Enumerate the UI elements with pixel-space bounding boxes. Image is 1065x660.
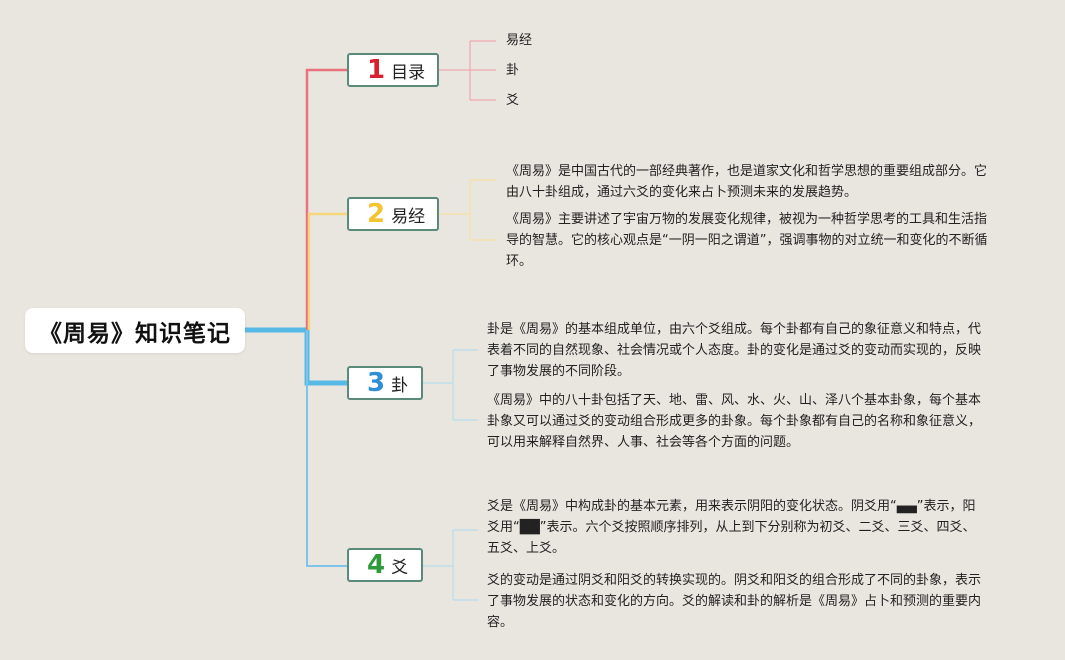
leaf-paragraph: 爻的变动是通过阴爻和阳爻的转换实现的。阴爻和阳爻的组合形成了不同的卦象，表示了事… xyxy=(487,573,982,630)
leaf-paragraph: 《周易》中的八十卦包括了天、地、雷、风、水、火、山、泽八个基本卦象，每个基本卦象… xyxy=(487,393,982,450)
branch-3-leaf-connector xyxy=(422,349,478,421)
branch-number: 2 xyxy=(367,199,386,229)
leaf-paragraph: 爻是《周易》中构成卦的基本元素，用来表示阴阳的变化状态。阴爻用“▄▄”表示，阳爻… xyxy=(487,499,976,556)
branch-node-3[interactable]: 3 卦 xyxy=(347,366,423,400)
branch-4-leaf-connector xyxy=(422,529,478,601)
branch-node-1[interactable]: 1 目录 xyxy=(347,53,439,87)
root-title: 《周易》知识笔记 xyxy=(39,320,231,347)
branch-number: 4 xyxy=(367,550,386,580)
leaf-item[interactable]: 易经 xyxy=(506,33,533,48)
leaf-paragraph: 《周易》是中国古代的一部经典著作，也是道家文化和哲学思想的重要组成部分。它由八十… xyxy=(506,164,988,200)
root-node[interactable]: 《周易》知识笔记 xyxy=(25,308,245,353)
branch-label: 易经 xyxy=(391,206,426,227)
branch-label: 目录 xyxy=(391,62,426,83)
branch-number: 1 xyxy=(367,55,386,85)
branch-number: 3 xyxy=(367,368,386,398)
leaf-paragraph: 《周易》主要讲述了宇宙万物的发展变化规律，被视为一种哲学思考的工具和生活指导的智… xyxy=(506,212,988,269)
leaf-item[interactable]: 卦 xyxy=(506,63,520,78)
branch-label: 爻 xyxy=(391,557,409,578)
root-connector xyxy=(245,327,347,386)
leaf-paragraph: 卦是《周易》的基本组成单位，由六个爻组成。每个卦都有自己的象征意义和特点，代表着… xyxy=(487,322,982,379)
branch-label: 卦 xyxy=(391,375,409,396)
branch-2-connector xyxy=(307,212,347,330)
branch-node-4[interactable]: 4 爻 xyxy=(347,548,423,582)
leaf-item[interactable]: 爻 xyxy=(506,93,520,108)
branch-2-leaf-connector xyxy=(439,179,496,241)
branch-node-2[interactable]: 2 易经 xyxy=(347,197,439,231)
branch-4-connector xyxy=(306,330,347,567)
branch-1-connector xyxy=(305,68,347,330)
branch-1-leaf-connector xyxy=(439,40,496,101)
